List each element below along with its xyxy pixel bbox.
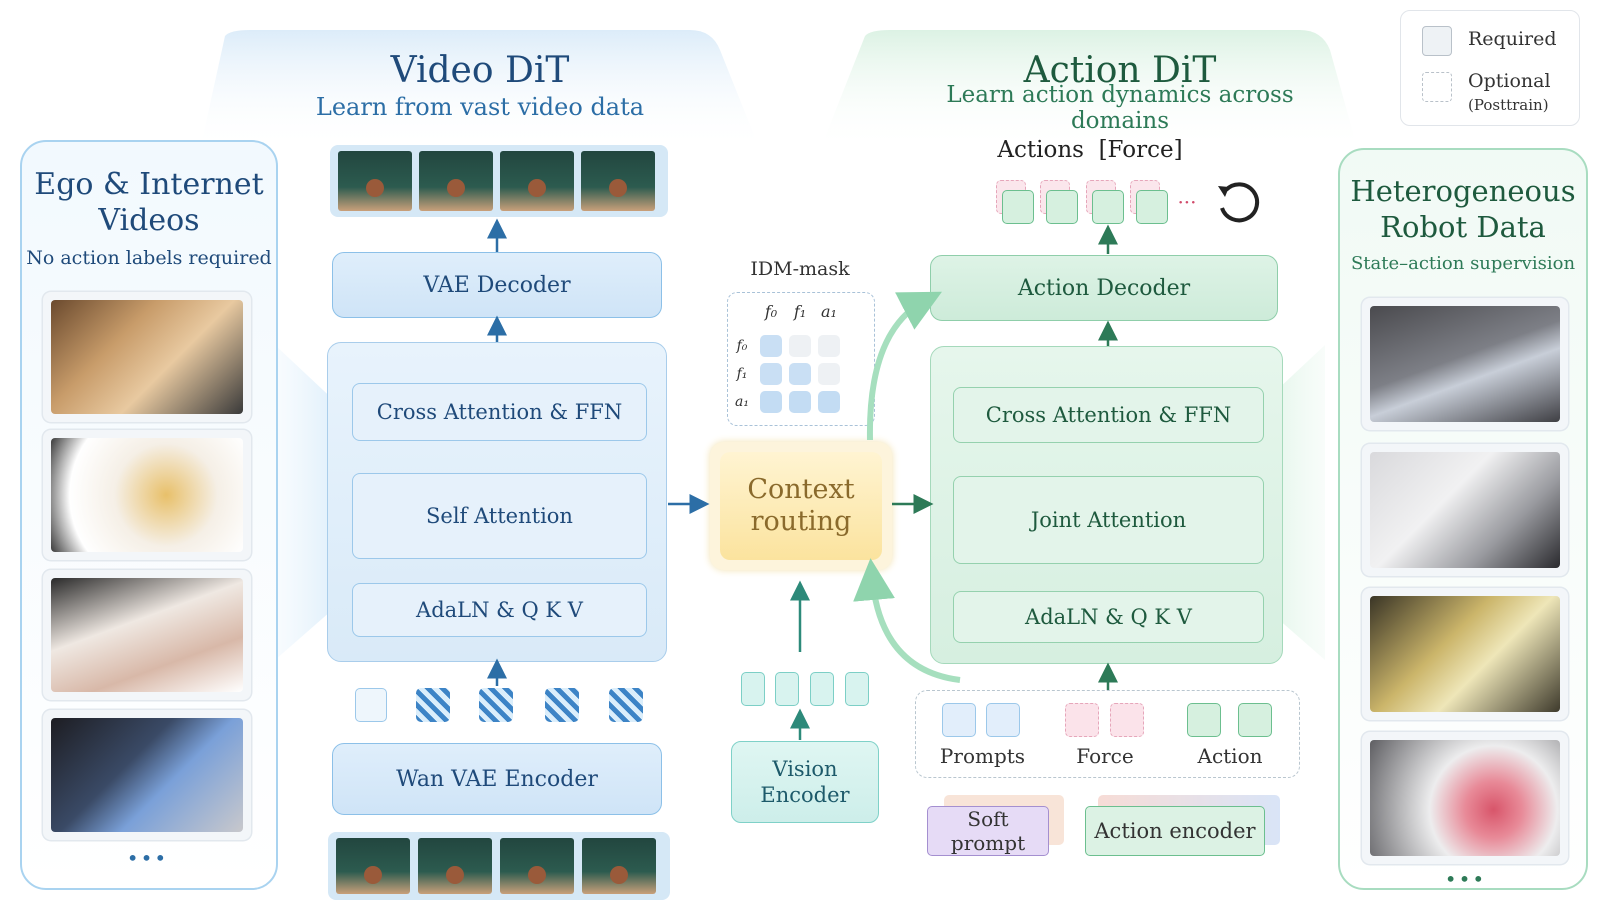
- vision-encoder-block: Vision Encoder: [731, 741, 879, 823]
- vision-token: [845, 672, 869, 706]
- action-token: [1092, 190, 1124, 224]
- force-input-token: [1110, 703, 1144, 737]
- decoded-video-frames: [330, 145, 668, 217]
- tokens-ellipsis: ···: [1177, 190, 1197, 214]
- video-thumbnail: [43, 430, 251, 560]
- cross-attention-ffn-block: Cross Attention & FFN: [352, 383, 647, 441]
- left-panel-title: Ego & Internet Videos: [34, 167, 264, 238]
- mask-cell-visible: [760, 363, 782, 385]
- action-inputs-group: [915, 690, 1300, 778]
- self-attention-block: Self Attention: [352, 473, 647, 559]
- video-frame: [336, 838, 410, 894]
- vision-token: [741, 672, 765, 706]
- action-input-token: [1238, 703, 1272, 737]
- legend-optional-label: Optional: [1468, 70, 1551, 92]
- idm-row-label: a₁: [735, 394, 749, 410]
- noisy-latent-token: [609, 688, 643, 722]
- left-panel-subtitle: No action labels required: [26, 247, 272, 269]
- action-label: Action: [1197, 744, 1263, 768]
- action-token: [1136, 190, 1168, 224]
- video-thumbnail: [43, 570, 251, 700]
- mask-cell-masked: [789, 335, 811, 357]
- video-thumbnail: [43, 710, 251, 840]
- refresh-icon: [1218, 182, 1260, 223]
- vae-decoder-block: VAE Decoder: [332, 252, 662, 318]
- mask-cell-visible: [789, 363, 811, 385]
- action-encoder-block: Action encoder: [1085, 806, 1265, 856]
- action-dit-subtitle: Learn action dynamics across domains: [946, 82, 1294, 134]
- mask-cell-masked: [818, 335, 840, 357]
- video-frame: [581, 151, 655, 211]
- force-label: Force: [1076, 744, 1134, 768]
- mask-cell-visible: [789, 391, 811, 413]
- soft-prompt-block: Soft prompt: [927, 806, 1049, 856]
- prompt-token: [986, 703, 1020, 737]
- joint-attention-block: Joint Attention: [953, 476, 1264, 564]
- video-frame: [418, 838, 492, 894]
- legend-required-swatch: [1422, 26, 1452, 56]
- legend-optional-note: (Posttrain): [1468, 96, 1549, 114]
- clean-latent-token: [355, 688, 387, 722]
- noisy-latent-token: [545, 688, 579, 722]
- legend-optional-swatch: [1422, 72, 1452, 102]
- video-frame: [500, 838, 574, 894]
- action-token: [1002, 190, 1034, 224]
- noisy-latent-token: [416, 688, 450, 722]
- robot-thumbnail: [1362, 298, 1568, 430]
- actions-output-label: Actions [Force]: [997, 137, 1183, 163]
- video-thumbnail: [43, 292, 251, 422]
- idm-row-label: f₁: [736, 366, 748, 382]
- video-frame: [419, 151, 493, 211]
- video-frame: [338, 151, 412, 211]
- video-frame: [500, 151, 574, 211]
- vision-token: [810, 672, 834, 706]
- idm-col-label: f₀: [764, 301, 778, 321]
- noisy-latent-token: [479, 688, 513, 722]
- idm-col-label: f₁: [793, 301, 807, 321]
- idm-col-label: a₁: [821, 301, 837, 321]
- video-frame: [582, 838, 656, 894]
- robot-thumbnail: [1362, 732, 1568, 864]
- force-input-token: [1065, 703, 1099, 737]
- more-indicator: •••: [1444, 867, 1487, 891]
- more-indicator: •••: [126, 846, 169, 870]
- robot-thumbnail: [1362, 588, 1568, 720]
- adaln-qkv-block: AdaLN & Q K V: [352, 583, 647, 637]
- wan-vae-encoder-block: Wan VAE Encoder: [332, 743, 662, 815]
- robot-thumbnail: [1362, 444, 1568, 576]
- idm-row-label: f₀: [736, 338, 748, 354]
- mask-cell-masked: [818, 363, 840, 385]
- action-dit-title: Action DiT: [1023, 49, 1217, 91]
- action-token: [1046, 190, 1078, 224]
- context-routing-block: Context routing: [720, 452, 882, 560]
- right-panel-title: Heterogeneous Robot Data: [1350, 174, 1576, 244]
- legend-required-label: Required: [1468, 28, 1557, 50]
- action-cross-attention-ffn-block: Cross Attention & FFN: [953, 387, 1264, 443]
- right-panel-subtitle: State–action supervision: [1350, 252, 1576, 274]
- action-adaln-qkv-block: AdaLN & Q K V: [953, 591, 1264, 643]
- prompt-token: [942, 703, 976, 737]
- video-dit-subtitle: Learn from vast video data: [315, 93, 645, 121]
- vision-token: [775, 672, 799, 706]
- action-input-token: [1187, 703, 1221, 737]
- video-dit-title: Video DiT: [390, 49, 570, 91]
- idm-mask-label: IDM-mask: [750, 258, 850, 280]
- mask-cell-visible: [760, 391, 782, 413]
- input-video-frames: [328, 832, 670, 900]
- mask-cell-visible: [760, 335, 782, 357]
- action-decoder-block: Action Decoder: [930, 255, 1278, 321]
- prompts-label: Prompts: [939, 744, 1026, 768]
- mask-cell-visible: [818, 391, 840, 413]
